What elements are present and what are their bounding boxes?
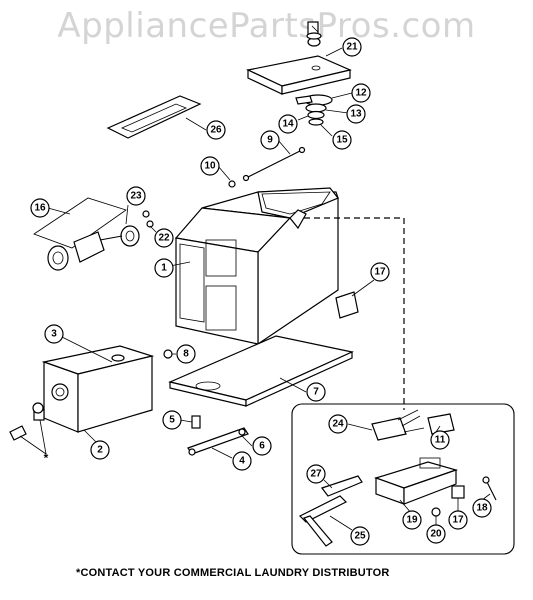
svg-text:11: 11: [435, 435, 446, 446]
callouts: 21 12 13 14 15 26 9 10 16 23 22 1 17 3 8…: [30, 37, 492, 546]
part-22-23-rings: [142, 210, 154, 228]
svg-text:6: 6: [259, 441, 265, 452]
callout-16: 16: [30, 198, 50, 218]
callout-25: 25: [350, 526, 370, 546]
svg-text:5: 5: [169, 415, 175, 426]
svg-text:3: 3: [51, 329, 57, 340]
detail-connector: [304, 217, 405, 410]
part-1-housing: [174, 187, 339, 346]
callout-23: 23: [126, 186, 146, 206]
callout-15: 15: [332, 130, 352, 150]
svg-text:20: 20: [430, 529, 442, 540]
svg-text:10: 10: [204, 161, 216, 172]
svg-text:15: 15: [336, 135, 348, 146]
part-4-6-bracket: [187, 427, 249, 456]
callout-21: 21: [342, 37, 362, 57]
callout-17a: 17: [370, 262, 390, 282]
part-25-strap: [298, 495, 348, 547]
svg-text:17: 17: [374, 267, 386, 278]
svg-text:22: 22: [158, 233, 170, 244]
callout-27: 27: [306, 464, 326, 484]
part-16-motor-assembly: [33, 197, 140, 271]
svg-text:8: 8: [183, 349, 189, 360]
callout-17b: 17: [448, 510, 468, 530]
callout-13: 13: [346, 104, 366, 124]
callout-22: 22: [154, 228, 174, 248]
callout-20: 20: [426, 524, 446, 544]
part-19-tray: [374, 457, 458, 505]
svg-text:4: 4: [239, 456, 245, 467]
callout-24: 24: [328, 414, 348, 434]
svg-text:12: 12: [355, 88, 367, 99]
svg-text:16: 16: [34, 203, 46, 214]
svg-text:2: 2: [97, 445, 103, 456]
callout-11: 11: [430, 430, 450, 450]
part-26-slotted-plate: [106, 95, 202, 139]
svg-text:1: 1: [161, 263, 167, 274]
svg-text:25: 25: [354, 531, 366, 542]
part-17-clip-inset: [451, 485, 465, 499]
callout-10: 10: [200, 156, 220, 176]
part-7-base-plate: [168, 335, 354, 407]
part-24-switch: [371, 409, 425, 441]
footer-note: *CONTACT YOUR COMMERCIAL LAUNDRY DISTRIB…: [76, 567, 390, 579]
detail-inset-box: [291, 403, 515, 555]
callout-12: 12: [351, 83, 371, 103]
part-9-rod: [242, 146, 306, 182]
callout-4: 4: [232, 451, 252, 471]
callout-5: 5: [162, 410, 182, 430]
callout-18: 18: [472, 498, 492, 518]
svg-text:27: 27: [310, 469, 322, 480]
svg-text:9: 9: [267, 135, 273, 146]
callout-8: 8: [176, 344, 196, 364]
callout-7: 7: [306, 382, 326, 402]
svg-text:13: 13: [350, 109, 362, 120]
leader-lines: [19, 25, 491, 531]
callout-19: 19: [402, 510, 422, 530]
callout-14: 14: [278, 114, 298, 134]
part-5-pin: [191, 415, 201, 429]
callout-1: 1: [154, 258, 174, 278]
svg-text:24: 24: [332, 419, 344, 430]
callout-3: 3: [44, 324, 64, 344]
callout-26: 26: [206, 120, 226, 140]
svg-text:14: 14: [282, 119, 294, 130]
callout-9: 9: [260, 130, 280, 150]
svg-text:17: 17: [452, 515, 464, 526]
part-12-15-bearing-stack: [295, 94, 333, 126]
part-21-cover: [246, 21, 352, 95]
svg-text:21: 21: [346, 42, 358, 53]
callout-2: 2: [90, 440, 110, 460]
part-27-strap: [321, 475, 363, 497]
part-10-screw: [228, 180, 236, 188]
part-20-screw: [431, 507, 441, 517]
svg-text:7: 7: [313, 387, 319, 398]
asterisk-mark: *: [44, 451, 49, 465]
part-2-box: [41, 345, 155, 433]
svg-text:26: 26: [210, 125, 222, 136]
part-valve-small: [9, 402, 45, 441]
svg-text:19: 19: [406, 515, 418, 526]
svg-text:23: 23: [130, 191, 142, 202]
part-11-switch: [427, 413, 455, 435]
part-18-bolt: [482, 476, 497, 501]
watermark-logo: AppliancePartsPros.com: [57, 6, 476, 46]
part-17-clip: [335, 291, 359, 319]
svg-text:18: 18: [476, 503, 488, 514]
callout-6: 6: [252, 436, 272, 456]
part-8-nut: [163, 349, 173, 359]
